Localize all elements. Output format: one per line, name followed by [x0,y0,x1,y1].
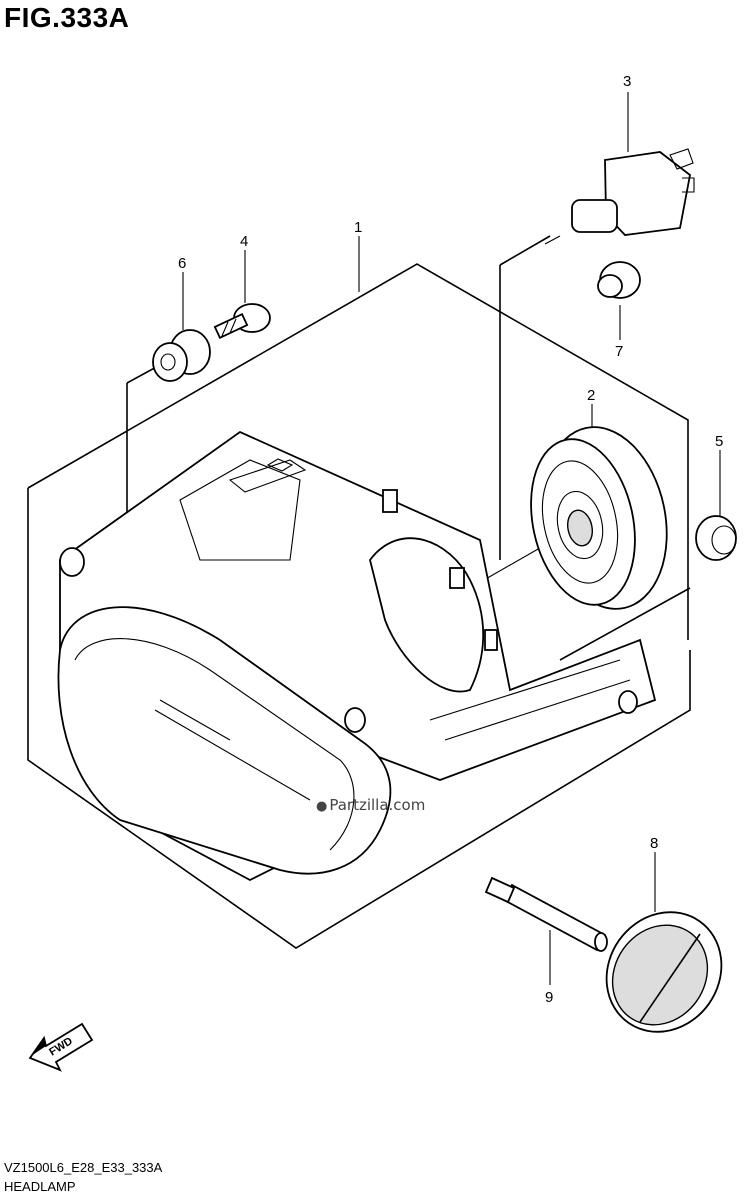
partzilla-mark-icon: ● [316,799,328,814]
screw-part-4 [213,303,271,339]
fwd-arrow-icon: FWD [28,1022,94,1072]
callout-4: 4 [240,233,248,250]
watermark: ●Partzilla.com [316,796,425,814]
bulb-part [571,148,695,236]
stud-bolt-part-9 [484,876,608,952]
leader-lines [182,92,721,985]
callout-8: 8 [650,835,658,852]
callout-1: 1 [354,219,362,236]
grommet-part-5 [695,515,737,561]
model-code: VZ1500L6_E28_E33_333A [4,1160,163,1175]
watermark-text: Partzilla.com [329,796,426,814]
callout-3: 3 [623,73,631,90]
figure-title: FIG.333A [4,2,130,33]
section-name: HEADLAMP [4,1179,76,1194]
socket-cover-part-2 [530,426,668,610]
headlamp-housing-part-1 [57,430,657,882]
callout-2: 2 [587,387,595,404]
reflector-part-8 [605,911,723,1033]
callout-7: 7 [615,343,623,360]
callout-9: 9 [545,989,553,1006]
grommet-part-6 [152,329,211,382]
grommet-part-7 [597,261,641,299]
assembly-outline [27,235,691,949]
callout-5: 5 [715,433,723,450]
callout-6: 6 [178,255,186,272]
